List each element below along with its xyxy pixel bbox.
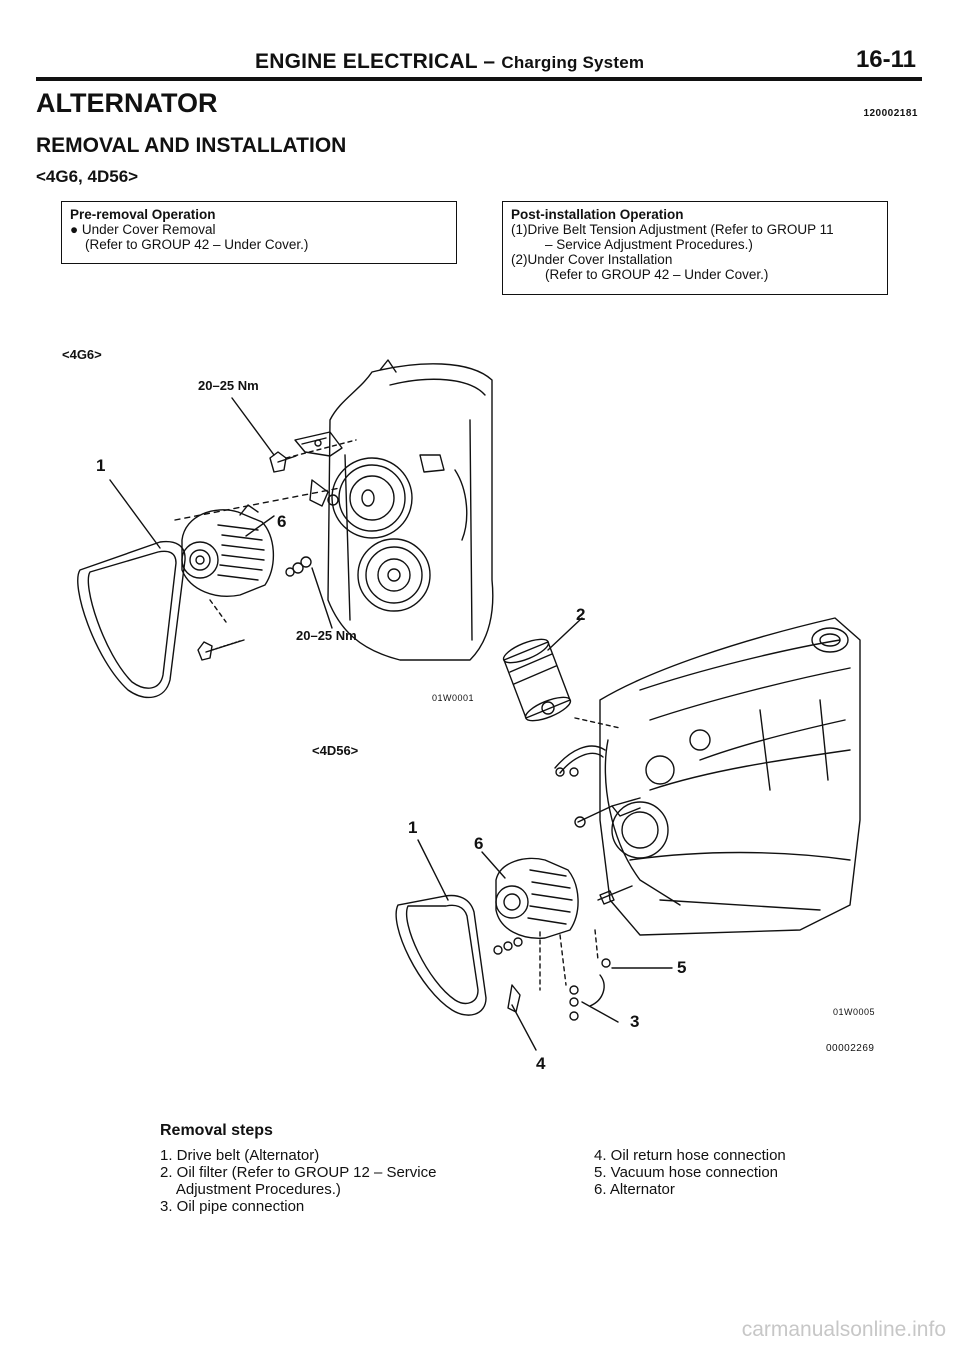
alternator-4g6 <box>181 504 275 597</box>
removal-step: 3. Oil pipe connection <box>160 1198 305 1215</box>
bolt-axis-top <box>285 439 357 459</box>
post-installation-heading: Post-installation Operation <box>511 207 684 222</box>
pre-removal-heading: Pre-removal Operation <box>70 207 216 222</box>
bolt-bottom-4g6 <box>197 639 245 661</box>
removal-step: Adjustment Procedures.) <box>160 1181 341 1198</box>
page-title: ALTERNATOR <box>36 88 218 118</box>
callout-3: 3 <box>630 1012 640 1031</box>
oil-filter-axis <box>574 717 621 729</box>
callout-6-4g6: 6 <box>277 512 287 531</box>
drive-belt-4d56 <box>395 894 487 1016</box>
timing-cover-4g6 <box>327 359 494 661</box>
post-installation-line: (2)Under Cover Installation <box>511 252 673 267</box>
document-id: 120002181 <box>863 108 918 119</box>
nut <box>327 494 339 506</box>
callout-1-4d56: 1 <box>408 818 418 837</box>
cover-bracket <box>419 454 445 473</box>
removal-step: 1. Drive belt (Alternator) <box>160 1147 320 1164</box>
removal-step: 2. Oil filter (Refer to GROUP 12 – Servi… <box>160 1164 437 1181</box>
section-sub: Charging System <box>501 53 645 72</box>
callout-1-4g6: 1 <box>96 456 106 475</box>
figure-code-4d56: 01W0005 <box>833 1007 876 1017</box>
removal-step: 5. Vacuum hose connection <box>594 1164 779 1181</box>
vacuum-hose <box>589 974 605 1007</box>
hose-clamp <box>601 958 611 968</box>
callout-5: 5 <box>677 958 687 977</box>
crank-pulley-4g6 <box>331 457 413 539</box>
bolt-head-4d56 <box>599 890 615 905</box>
figure-id: 00002269 <box>826 1043 875 1054</box>
post-installation-line: (Refer to GROUP 42 – Under Cover.) <box>545 267 769 282</box>
alternator-axis <box>174 487 341 521</box>
callout-4: 4 <box>536 1054 546 1073</box>
pre-removal-line: (Refer to GROUP 42 – Under Cover.) <box>85 237 309 252</box>
callout-6-4d56: 6 <box>474 834 484 853</box>
washer <box>503 941 513 951</box>
callout-4-leader <box>511 1004 537 1051</box>
page-number: 16-11 <box>855 46 916 73</box>
oil-filter <box>502 638 572 722</box>
removal-steps-right: 4. Oil return hose connection 5. Vacuum … <box>594 1147 786 1198</box>
drive-belt-4g6 <box>77 540 186 699</box>
torque-spec-top: 20–25 Nm <box>198 378 259 393</box>
callout-3-leader <box>581 1001 619 1023</box>
watermark: carmanualsonline.info <box>741 1318 946 1341</box>
post-installation-line: – Service Adjustment Procedures.) <box>545 237 753 252</box>
removal-step: 4. Oil return hose connection <box>594 1147 786 1164</box>
removal-steps-heading: Removal steps <box>160 1122 273 1139</box>
small-bracket <box>309 479 329 507</box>
callout-1-leader-4g6 <box>109 479 161 549</box>
gasket <box>569 985 579 995</box>
post-installation-line: (1)Drive Belt Tension Adjustment (Refer … <box>511 222 834 237</box>
alternator-4d56 <box>495 857 579 939</box>
callout-2: 2 <box>576 605 586 624</box>
removal-steps-left: 1. Drive belt (Alternator) 2. Oil filter… <box>160 1147 436 1215</box>
nut <box>300 556 312 568</box>
long-bolt-4d56 <box>597 885 633 901</box>
stud-axis <box>559 934 567 986</box>
bolt-top-4g6 <box>269 451 297 473</box>
oil-pipe-4d56 <box>554 745 606 777</box>
gasket <box>569 997 579 1007</box>
diagram-label-4g6: <4G6> <box>62 347 102 362</box>
callout-6-leader-4d56 <box>481 851 506 879</box>
section-dash: – <box>483 50 496 73</box>
stud-axis <box>594 929 599 961</box>
gasket <box>569 1011 579 1021</box>
adjusting-bracket-4g6 <box>294 431 343 457</box>
lower-bolt-axis <box>209 599 227 623</box>
callout-2-leader <box>547 617 583 651</box>
page-subtitle: REMOVAL AND INSTALLATION <box>36 134 347 157</box>
engine-block-4d56 <box>599 617 861 936</box>
diagram-label-4d56: <4D56> <box>312 743 359 758</box>
section-header: ENGINE ELECTRICAL – Charging System <box>255 50 644 74</box>
torque-spec-bottom: 20–25 Nm <box>296 628 357 643</box>
figure-code-4g6: 01W0001 <box>432 693 475 703</box>
timing-case-4d56 <box>604 729 711 906</box>
nut <box>513 937 523 947</box>
section-main: ENGINE ELECTRICAL <box>255 50 478 73</box>
removal-step: 6. Alternator <box>594 1181 675 1198</box>
pre-removal-line: ● Under Cover Removal <box>70 222 216 237</box>
callout-1-leader-4d56 <box>417 839 449 901</box>
torque-leader-bottom <box>311 567 333 629</box>
washer <box>292 562 304 574</box>
lower-pulley-4g6 <box>357 538 431 612</box>
vacuum-pipe-4d56 <box>574 797 641 828</box>
header-rule <box>36 77 922 81</box>
post-installation-box: Post-installation Operation (1)Drive Bel… <box>502 201 888 295</box>
torque-leader-top <box>231 397 275 456</box>
model-range: <4G6, 4D56> <box>36 167 139 186</box>
callout-6-leader <box>245 515 275 537</box>
washer <box>493 945 503 955</box>
pre-removal-box: Pre-removal Operation ● Under Cover Remo… <box>61 201 457 264</box>
